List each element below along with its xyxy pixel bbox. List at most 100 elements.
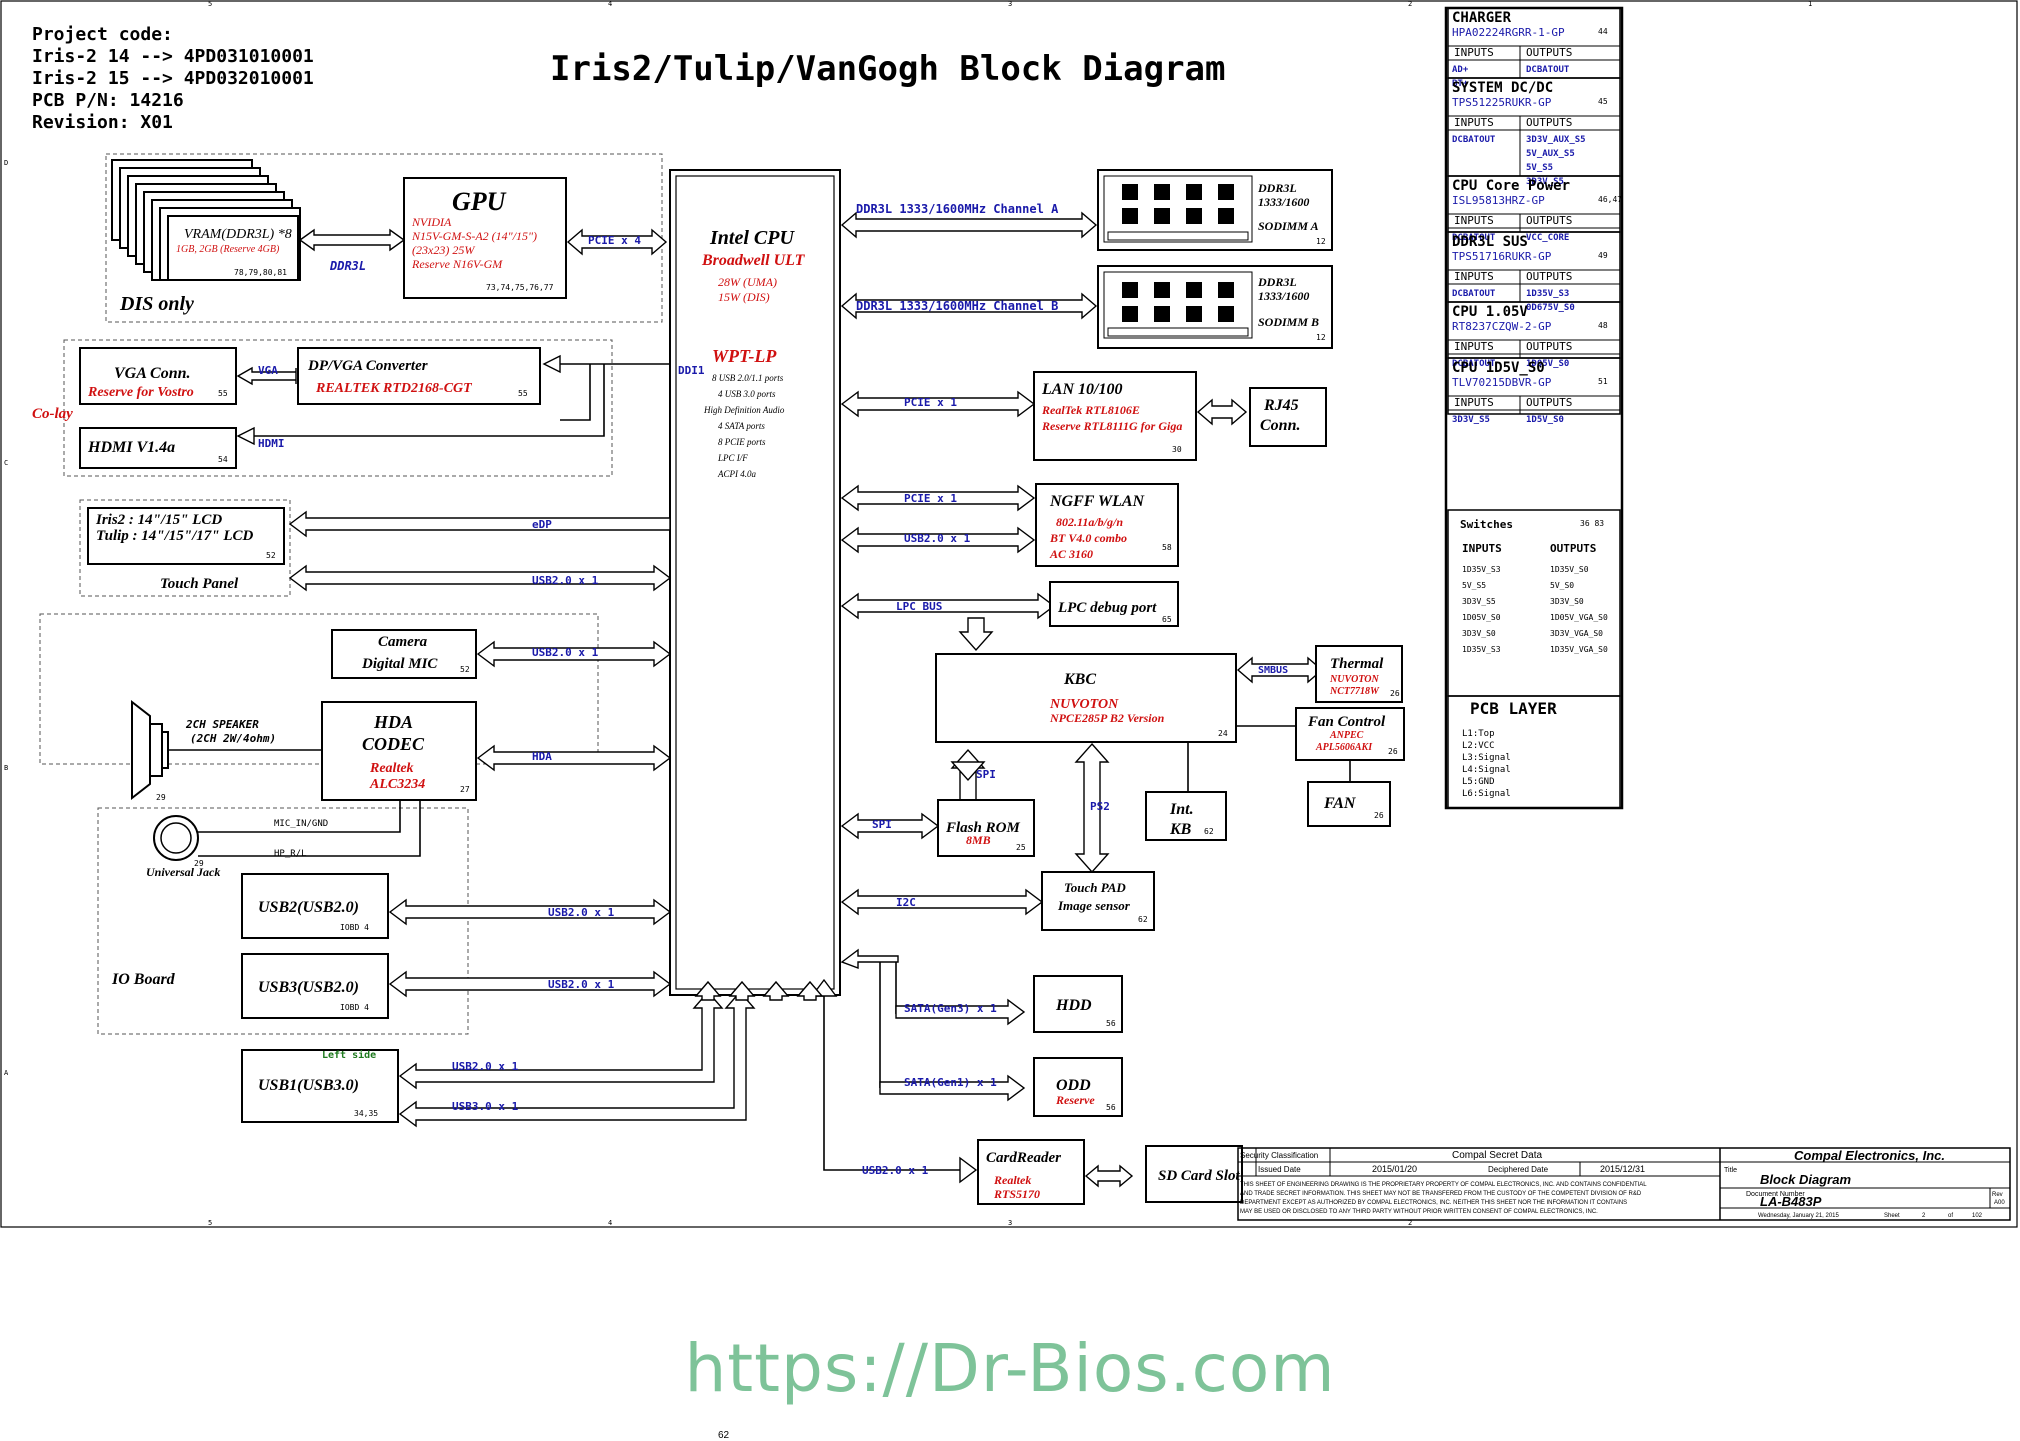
universal-jack-icon	[153, 815, 199, 861]
svg-text:OUTPUTS: OUTPUTS	[1526, 214, 1572, 227]
svg-text:Compal Electronics, Inc.: Compal Electronics, Inc.	[1794, 1148, 1945, 1163]
svg-text:NCT7718W: NCT7718W	[1329, 686, 1380, 697]
switch-output: 1D05V_VGA_S0	[1550, 613, 1608, 622]
switch-input: 3D3V_S5	[1462, 597, 1496, 606]
svg-text:DCBATOUT: DCBATOUT	[1452, 135, 1496, 145]
svg-text:AND TRADE SECRET INFORMATION.: AND TRADE SECRET INFORMATION. THIS SHEET…	[1240, 1191, 1642, 1197]
svg-text:TPS51716RUKR-GP: TPS51716RUKR-GP	[1452, 250, 1552, 263]
hda-arrow	[476, 744, 672, 772]
switch-output: 1D35V_S0	[1550, 565, 1589, 574]
svg-text:Int.: Int.	[1169, 801, 1194, 818]
wlan-usb-label: USB2.0 x 1	[904, 532, 971, 545]
svg-text:CPU 1.05V: CPU 1.05V	[1452, 304, 1528, 320]
svg-text:Reserve for Vostro: Reserve for Vostro	[87, 385, 194, 400]
speaker-icon	[131, 699, 169, 801]
svg-text:49: 49	[1598, 251, 1608, 260]
svg-text:INPUTS: INPUTS	[1454, 214, 1494, 227]
svg-text:OUTPUTS: OUTPUTS	[1526, 116, 1572, 129]
touch-panel-label: Touch Panel	[160, 576, 239, 592]
svg-text:INPUTS: INPUTS	[1462, 542, 1502, 555]
hda-bus-label: HDA	[532, 750, 552, 763]
svg-text:Rev: Rev	[1992, 1192, 2003, 1198]
svg-text:USB1(USB3.0): USB1(USB3.0)	[258, 1077, 359, 1094]
svg-text:Tulip : 14"/15"/17" LCD: Tulip : 14"/15"/17" LCD	[96, 528, 254, 544]
usb3-port-bus-label: USB2.0 x 1	[548, 978, 615, 991]
svg-text:OUTPUTS: OUTPUTS	[1526, 340, 1572, 353]
kbc-spi-label: SPI	[976, 768, 996, 781]
smbus-label: SMBUS	[1258, 665, 1288, 676]
svg-text:1D5V_S0: 1D5V_S0	[1526, 415, 1564, 425]
svg-text:3D3V_AUX_S5: 3D3V_AUX_S5	[1526, 135, 1586, 145]
watermark-url[interactable]: https://Dr-Bios.com	[684, 1330, 1336, 1407]
svg-text:44: 44	[1598, 27, 1608, 36]
svg-text:73,74,75,76,77: 73,74,75,76,77	[486, 283, 554, 292]
svg-text:3D3V_S5: 3D3V_S5	[1526, 177, 1564, 187]
svg-text:15W (DIS): 15W (DIS)	[718, 290, 770, 304]
svg-text:MAY BE USED OR DISCLOSED TO AN: MAY BE USED OR DISCLOSED TO ANY THIRD PA…	[1240, 1209, 1598, 1215]
svg-text:(23x23) 25W: (23x23) 25W	[412, 243, 475, 257]
switches-table: Switches 36 83 INPUTS OUTPUTS	[1447, 509, 1621, 697]
svg-text:34,35: 34,35	[354, 1109, 378, 1118]
i2c-arrow	[840, 888, 1044, 916]
svg-text:55: 55	[518, 389, 528, 398]
svg-text:2: 2	[1408, 0, 1412, 8]
svg-text:Touch PAD: Touch PAD	[1064, 880, 1126, 895]
kbc-block	[935, 653, 1237, 743]
io-board-label: IO Board	[111, 971, 176, 988]
svg-text:USB3(USB2.0): USB3(USB2.0)	[258, 979, 359, 996]
svg-text:DCBATOUT: DCBATOUT	[1452, 359, 1496, 369]
svg-text:Realtek: Realtek	[993, 1173, 1031, 1187]
svg-text:12: 12	[1316, 237, 1326, 246]
ddi-label: DDI1	[678, 364, 705, 377]
svg-text:3: 3	[1008, 1219, 1012, 1227]
flash-rom-block	[937, 799, 1035, 857]
sata3-arrow	[895, 998, 1026, 1026]
svg-text:46,47: 46,47	[1598, 195, 1622, 204]
lan-block	[1033, 371, 1197, 461]
svg-text:54: 54	[218, 455, 228, 464]
svg-text:Realtek: Realtek	[369, 761, 414, 776]
universal-jack-label: Universal Jack	[146, 865, 220, 879]
gpu-block	[403, 177, 567, 299]
svg-text:ACPI 4.0a: ACPI 4.0a	[717, 469, 756, 479]
svg-text:2: 2	[1922, 1213, 1926, 1219]
fan-block	[1307, 781, 1391, 827]
svg-text:L5:GND: L5:GND	[1462, 777, 1495, 787]
svg-text:VCC_CORE: VCC_CORE	[1526, 233, 1569, 243]
vram-block: VRAM(DDR3L) *8 1GB, 2GB (Reserve 4GB) 78…	[176, 227, 292, 277]
svg-text:A00: A00	[1994, 1200, 2005, 1206]
svg-text:L4:Signal: L4:Signal	[1462, 765, 1511, 775]
svg-text:DDR3L SUS: DDR3L SUS	[1452, 234, 1528, 250]
card-usb-label: USB2.0 x 1	[862, 1164, 929, 1177]
pch-title: WPT-LP	[712, 346, 777, 366]
svg-text:8MB: 8MB	[966, 833, 991, 847]
sata1-arrow	[879, 1074, 1026, 1102]
svg-text:SODIMM B: SODIMM B	[1258, 315, 1319, 329]
dis-only-label: DIS only	[119, 293, 194, 315]
svg-text:INPUTS: INPUTS	[1454, 116, 1494, 129]
svg-text:LPC I/F: LPC I/F	[717, 453, 748, 463]
svg-text:Security Classification: Security Classification	[1240, 1151, 1318, 1160]
hdd-block	[1033, 975, 1123, 1033]
svg-text:NGFF WLAN: NGFF WLAN	[1049, 493, 1146, 510]
svg-text:Image sensor: Image sensor	[1057, 898, 1131, 913]
svg-text:45: 45	[1598, 97, 1608, 106]
svg-text:78,79,80,81: 78,79,80,81	[234, 268, 287, 277]
svg-text:RTS5170: RTS5170	[993, 1187, 1040, 1201]
svg-text:58: 58	[1162, 543, 1172, 552]
project-line: Project code:	[32, 24, 173, 45]
svg-text:12: 12	[1316, 333, 1326, 342]
mic-label: MIC_IN/GND	[274, 819, 328, 829]
svg-text:Fan Control: Fan Control	[1307, 714, 1386, 730]
svg-text:FAN: FAN	[1323, 795, 1357, 812]
thermal-block	[1315, 645, 1403, 703]
gpu-title: GPU	[452, 187, 507, 216]
camera-usb-arrow	[476, 640, 672, 668]
cpu-title: Intel CPU	[709, 227, 795, 249]
usb2-port-arrow	[388, 898, 672, 926]
svg-text:24: 24	[1218, 729, 1228, 738]
svg-text:DCBATOUT: DCBATOUT	[1526, 65, 1570, 75]
